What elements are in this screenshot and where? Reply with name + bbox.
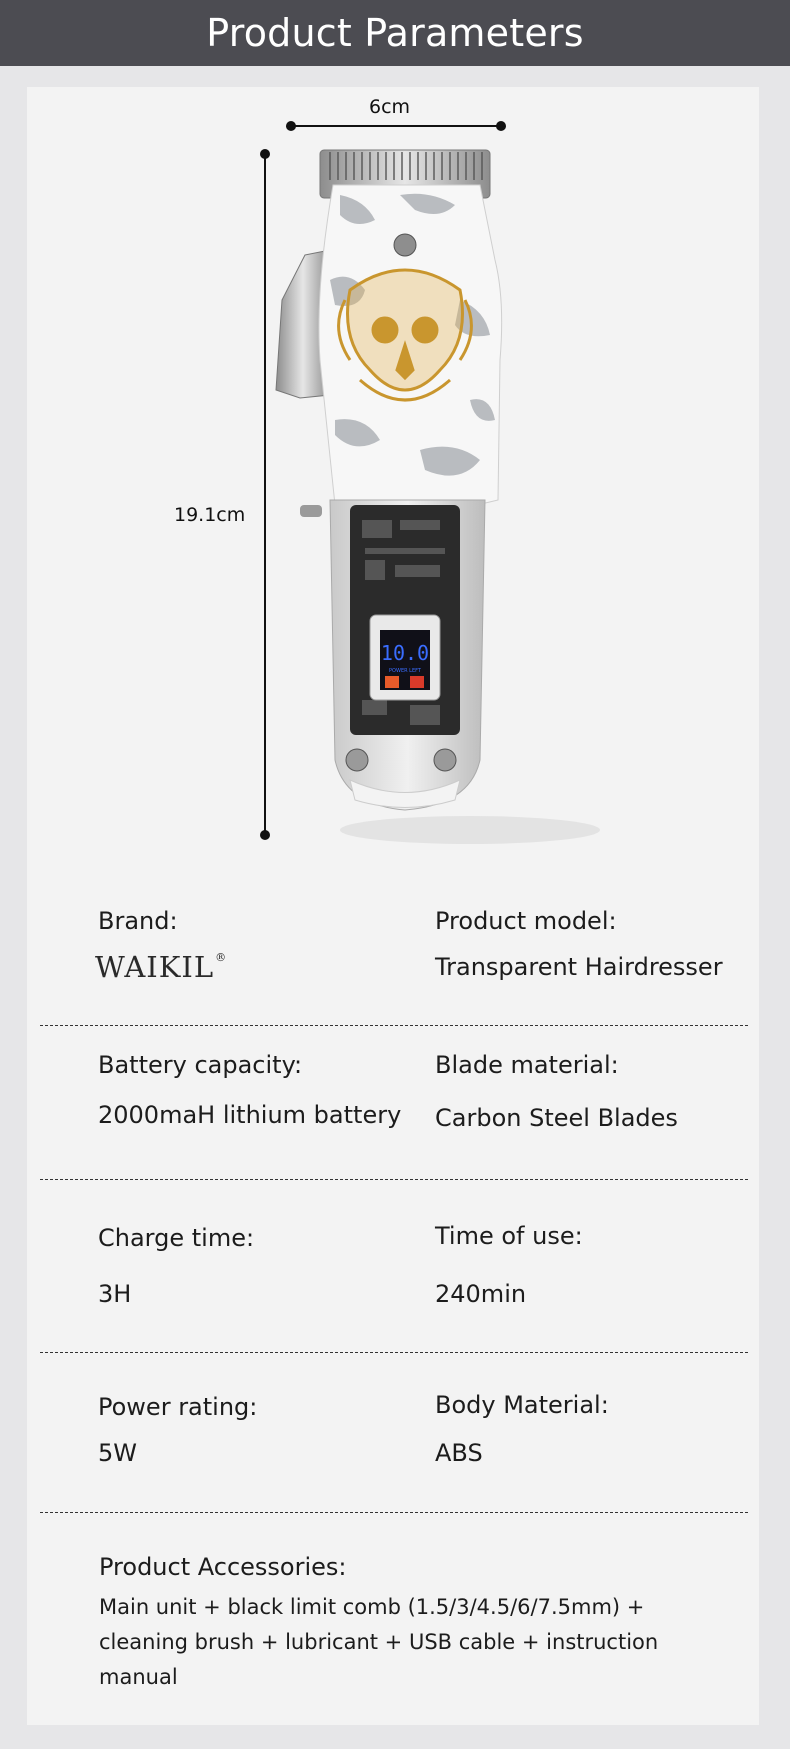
side-pin xyxy=(300,505,322,517)
height-dimension-line xyxy=(264,154,266,836)
screw-bottom-left xyxy=(345,748,369,772)
accessories-value: Main unit + black limit comb (1.5/3/4.5/… xyxy=(99,1595,659,1689)
blade-label: Blade material: xyxy=(435,1051,619,1079)
page-header: Product Parameters xyxy=(0,0,790,66)
brand-label: Brand: xyxy=(98,907,178,935)
divider-3 xyxy=(40,1352,748,1353)
divider-4 xyxy=(40,1512,748,1513)
width-dimension-start-dot xyxy=(286,121,296,131)
height-dimension-end-dot xyxy=(260,830,270,840)
use-label: Time of use: xyxy=(435,1222,583,1250)
brand-logo-text: WAIKIL xyxy=(95,950,215,984)
width-dimension-line xyxy=(290,125,502,127)
screw-bottom-right xyxy=(433,748,457,772)
model-value: Transparent Hairdresser xyxy=(435,953,723,981)
screw-top xyxy=(393,233,417,257)
brand-logo: WAIKIL® xyxy=(95,950,227,984)
height-dimension-label: 19.1cm xyxy=(174,504,246,526)
charge-value: 3H xyxy=(98,1280,132,1308)
base-cap xyxy=(349,779,461,808)
led-screen-text: 10.0 xyxy=(381,641,429,665)
charge-label: Charge time: xyxy=(98,1224,255,1252)
led-indicator-orange xyxy=(385,676,399,688)
shadow xyxy=(340,816,600,844)
divider-2 xyxy=(40,1179,748,1180)
use-value: 240min xyxy=(435,1280,527,1308)
led-screen-caption: POWER LEFT xyxy=(389,668,422,674)
width-dimension-label: 6cm xyxy=(369,96,411,118)
blade-value: Carbon Steel Blades xyxy=(435,1104,678,1132)
body-material-label: Body Material: xyxy=(435,1391,609,1419)
page-title: Product Parameters xyxy=(206,11,584,55)
body-material-value: ABS xyxy=(435,1439,483,1467)
battery-label: Battery capacity: xyxy=(98,1051,303,1079)
power-value: 5W xyxy=(98,1439,137,1467)
gold-owl-emblem xyxy=(337,268,473,402)
circuit-components xyxy=(362,520,445,725)
width-dimension-end-dot xyxy=(496,121,506,131)
brand-registered-mark: ® xyxy=(215,951,228,964)
hair-clipper-image: 10.0 POWER LEFT xyxy=(275,149,600,844)
battery-value: 2000maH lithium battery xyxy=(98,1101,402,1129)
divider-1 xyxy=(40,1025,748,1026)
power-label: Power rating: xyxy=(98,1393,258,1421)
led-indicator-red xyxy=(410,676,424,688)
model-label: Product model: xyxy=(435,907,617,935)
height-dimension-start-dot xyxy=(260,149,270,159)
accessories-label: Product Accessories: xyxy=(99,1553,347,1581)
